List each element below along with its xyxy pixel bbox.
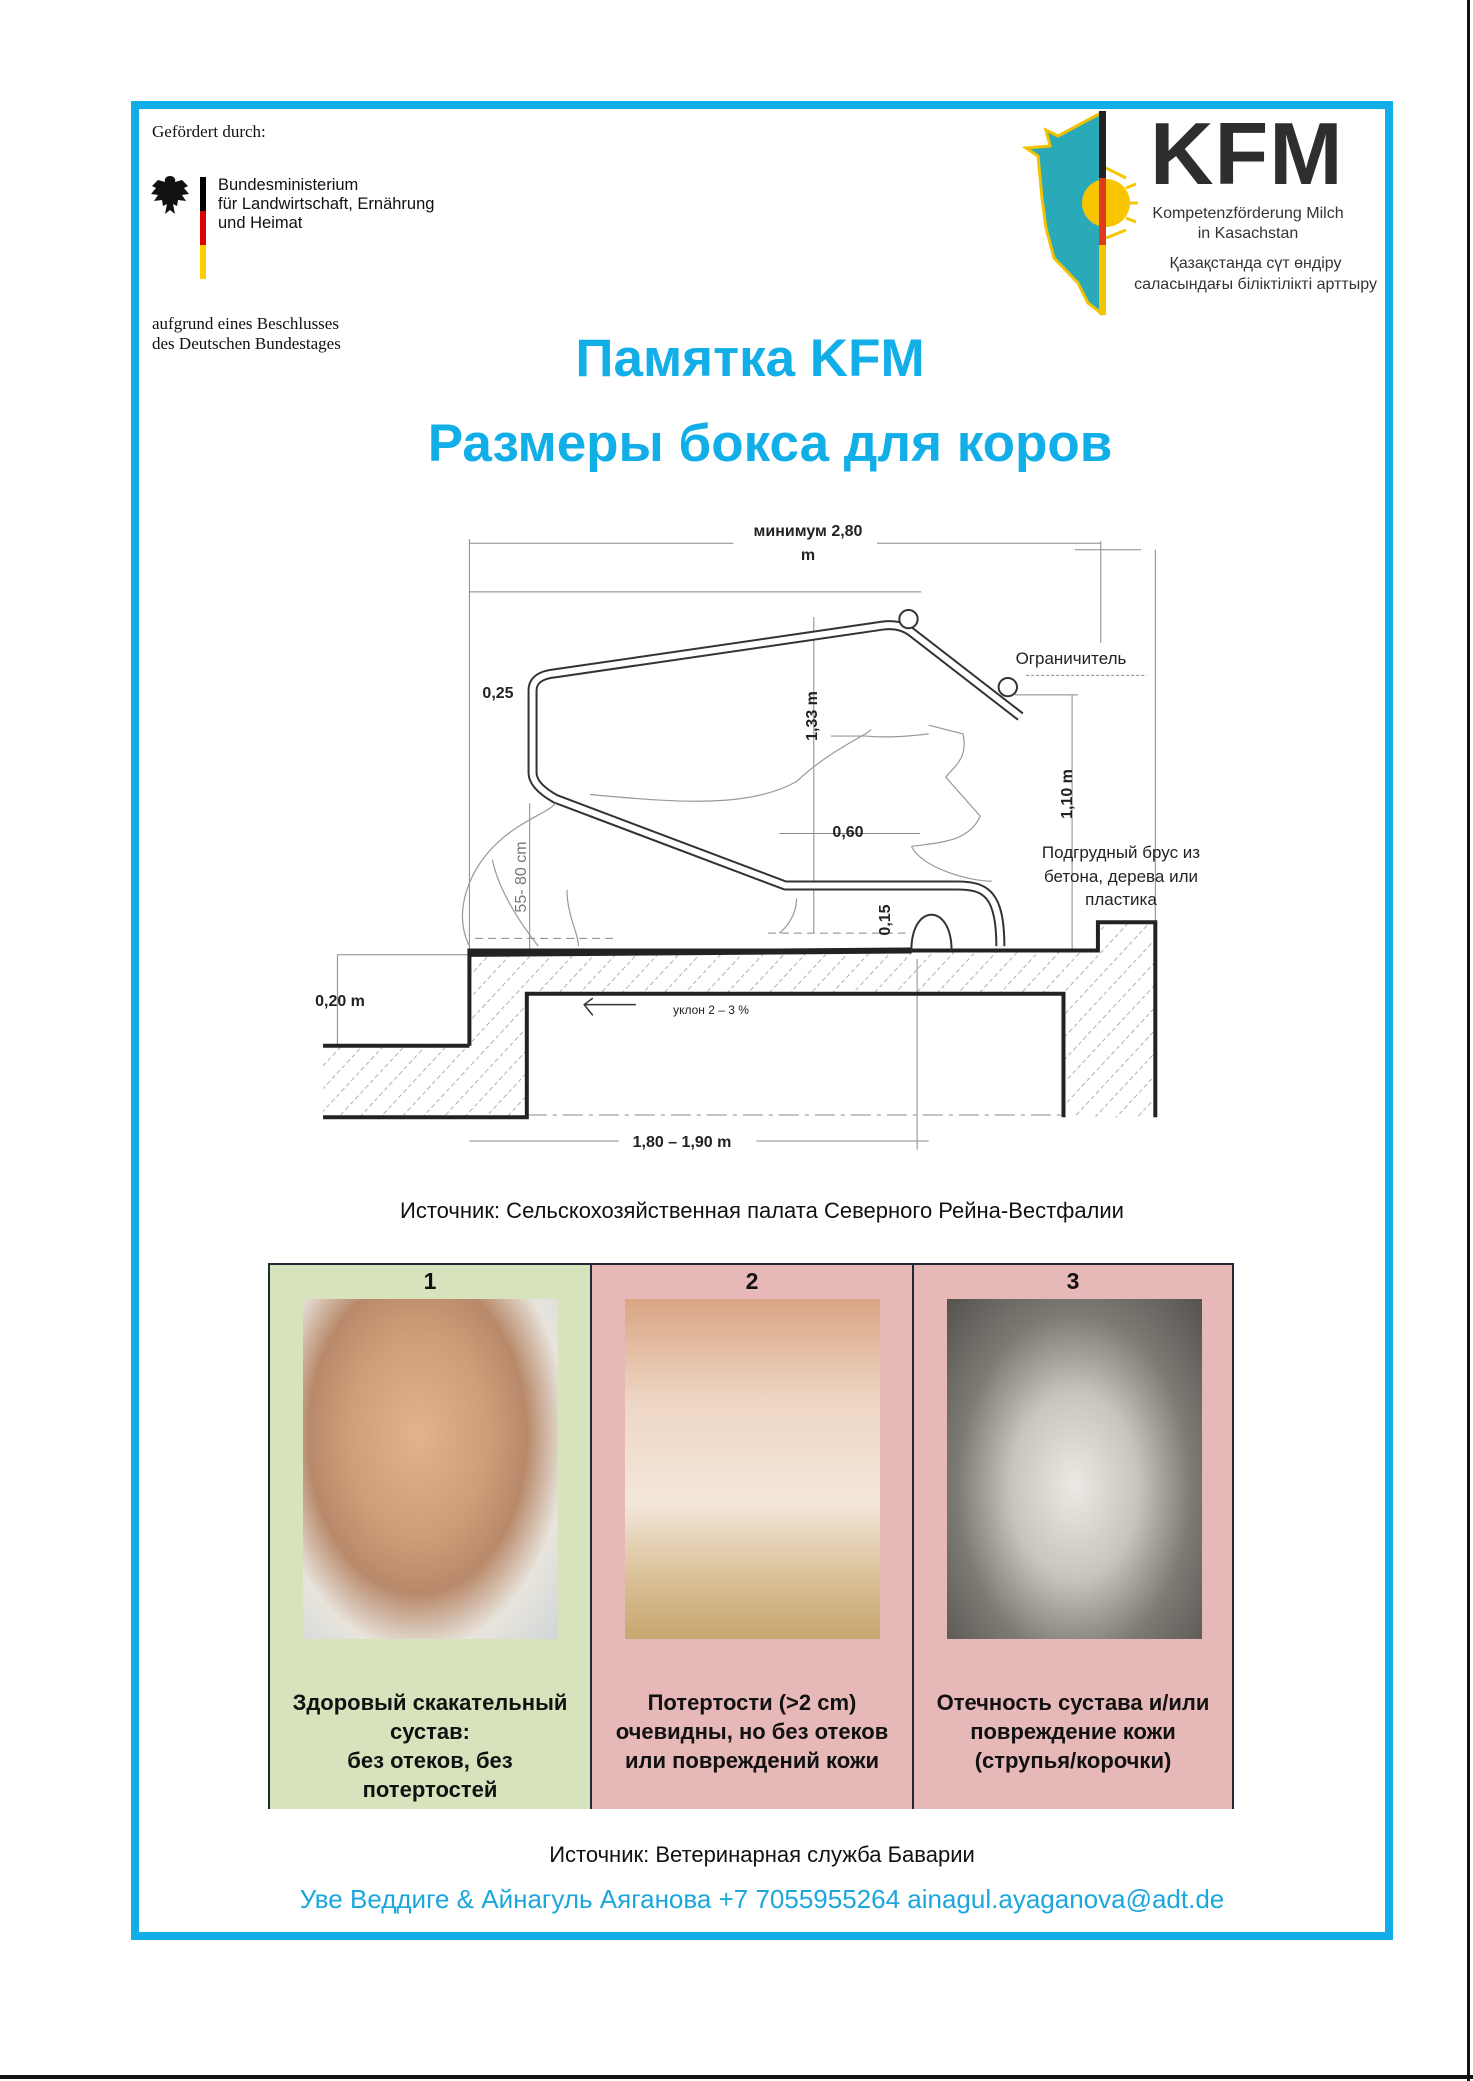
label-brisket-3: пластика bbox=[1085, 890, 1157, 909]
photo-abrasion-hock bbox=[625, 1299, 880, 1639]
page-edge-right bbox=[1467, 0, 1470, 2081]
kfm-logo-text: KFM bbox=[1150, 104, 1344, 203]
table-column-abrasion: 2 Потертости (>2 cm) очевидны, но без от… bbox=[590, 1265, 912, 1809]
caption-line: (струпья/корочки) bbox=[974, 1748, 1172, 1773]
table-column-swelling: 3 Отечность сустава и/или повреждение ко… bbox=[912, 1265, 1234, 1809]
column-number: 2 bbox=[745, 1268, 759, 1294]
federal-eagle-icon bbox=[151, 176, 189, 214]
column-number: 1 bbox=[423, 1268, 437, 1294]
caption-line: сустав: bbox=[389, 1719, 471, 1744]
slope-arrow-icon bbox=[584, 998, 636, 1015]
source-diagram: Источник: Сельскохозяйственная палата Се… bbox=[400, 1198, 1124, 1223]
contact-info[interactable]: Уве Веддиге & Айнагуль Аяганова +7 70559… bbox=[299, 1884, 1225, 1914]
logo-subtitle-kk: Қазақстанда сүт өндіру bbox=[1169, 255, 1342, 272]
title-line-1: Памятка KFM bbox=[575, 329, 925, 388]
restrictor-circle bbox=[999, 678, 1017, 696]
label-brisket-1: Подгрудный брус из bbox=[1041, 843, 1201, 862]
floor-outline bbox=[323, 922, 1155, 1117]
caption-line: Потертости (>2 cm) bbox=[647, 1690, 857, 1715]
stall-drawing bbox=[323, 500, 1180, 1180]
flag-stripe-gold bbox=[200, 245, 206, 279]
label-restrictor: Ограничитель bbox=[1015, 649, 1127, 668]
photo-healthy-hock bbox=[303, 1299, 558, 1639]
column-number: 3 bbox=[1066, 1268, 1080, 1294]
ministry-line: und Heimat bbox=[218, 214, 303, 232]
dimension-lines bbox=[337, 539, 1155, 1150]
stall-dimensions-diagram: минимум 2,80 m Ограничитель 0,25 1,33 m … bbox=[280, 500, 1200, 1180]
bundestag-decision: aufgrund eines Beschlusses des Deutschen… bbox=[152, 314, 341, 354]
brisket-board bbox=[911, 915, 951, 951]
label-min-length: минимум 2,80 bbox=[753, 523, 863, 540]
decision-line: aufgrund eines Beschlusses bbox=[152, 314, 339, 333]
cow-outline bbox=[463, 725, 992, 946]
page-edge-bottom bbox=[0, 2075, 1473, 2079]
label-110: 1,10 m bbox=[1059, 769, 1076, 819]
title-line-2: Размеры бокса для коров bbox=[427, 414, 1113, 473]
caption-line: или повреждений кожи bbox=[624, 1748, 879, 1773]
decision-line: des Deutschen Bundestages bbox=[152, 334, 341, 353]
cow-sun-icon bbox=[1021, 110, 1138, 317]
caption-line: без отеков, без bbox=[347, 1748, 513, 1773]
kfm-logo: KFM Kompetenzförderung Milch in Kasachst… bbox=[1018, 108, 1388, 318]
hock-condition-table: 1 Здоровый скакательный сустав: без отек… bbox=[268, 1263, 1234, 1809]
label-020: 0,20 m bbox=[315, 993, 365, 1010]
label-060: 0,60 bbox=[832, 824, 864, 841]
concrete-base bbox=[323, 922, 1156, 1118]
funded-by-label: Gefördert durch: bbox=[152, 122, 266, 141]
neck-rail-circle bbox=[899, 610, 917, 628]
page-border bbox=[131, 101, 1393, 1940]
label-025: 0,25 bbox=[482, 685, 514, 702]
logo-subtitle-de: in Kasachstan bbox=[1197, 225, 1299, 242]
label-min-length-unit: m bbox=[800, 547, 816, 564]
photo-swollen-hock bbox=[947, 1299, 1202, 1639]
logo-subtitle-de: Kompetenzförderung Milch bbox=[1152, 205, 1344, 222]
label-133: 1,33 m bbox=[804, 691, 821, 741]
table-column-healthy: 1 Здоровый скакательный сустав: без отек… bbox=[268, 1265, 590, 1809]
label-brisket-2: бетона, дерева или bbox=[1044, 867, 1198, 886]
caption-line: очевидны, но без отеков bbox=[615, 1719, 889, 1744]
caption-line: Отечность сустава и/или bbox=[936, 1690, 1210, 1715]
ministry-line: für Landwirtschaft, Ernährung bbox=[218, 195, 435, 213]
source-photos: Источник: Ветеринарная служба Баварии bbox=[549, 1842, 975, 1867]
label-015: 0,15 bbox=[877, 904, 894, 936]
logo-subtitle-kk: саласындағы біліктілікті арттыру bbox=[1134, 276, 1377, 293]
ministry-line: Bundesministerium bbox=[218, 176, 359, 194]
label-55-80: 55- 80 cm bbox=[513, 841, 530, 913]
label-slope: уклон 2 – 3 % bbox=[673, 1003, 749, 1017]
flag-stripe-black bbox=[200, 177, 206, 211]
stall-frame bbox=[533, 625, 1021, 946]
caption-line: повреждение кожи bbox=[970, 1719, 1176, 1744]
caption-line: потертостей bbox=[362, 1777, 498, 1802]
caption-line: Здоровый скакательный bbox=[292, 1690, 568, 1715]
label-bed-length: 1,80 – 1,90 m bbox=[632, 1134, 732, 1151]
flag-stripe-red bbox=[200, 211, 206, 245]
ministry-name: Bundesministerium für Landwirtschaft, Er… bbox=[218, 176, 434, 233]
